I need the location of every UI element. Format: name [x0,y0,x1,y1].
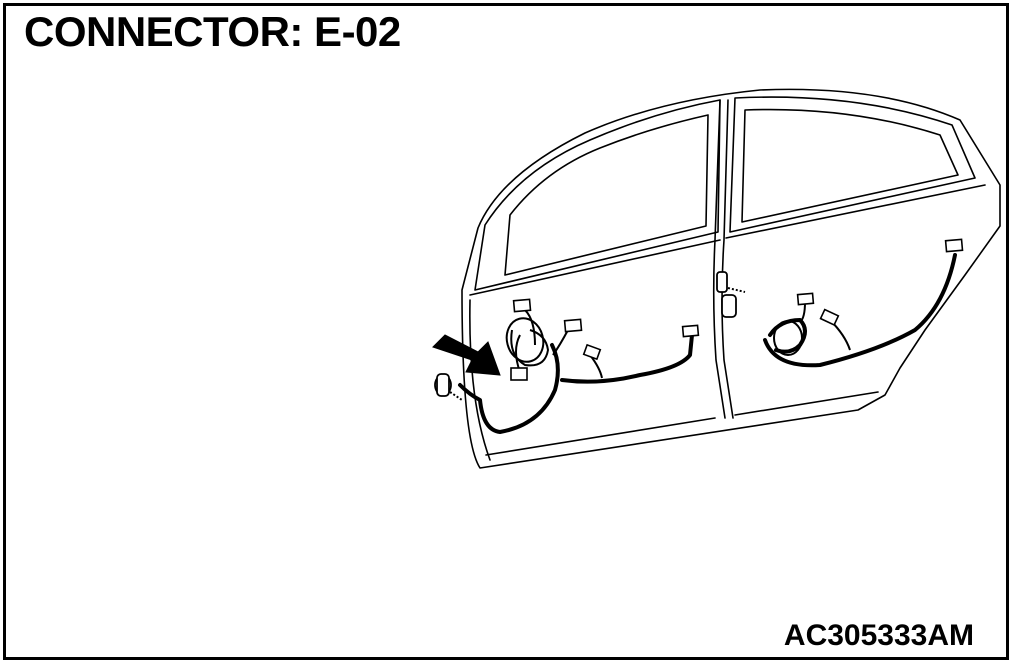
front-beltline [469,239,721,296]
rear-harness-run [763,253,957,368]
front-edge-clip-pin [449,391,463,401]
door-split-line [712,99,726,419]
pointer-arrow-icon [432,334,501,376]
connector-e02 [510,367,528,381]
connector-front-mid [582,343,602,361]
connector-rear-end [944,238,964,253]
door-split-line-2 [721,99,734,419]
connector-rear-mid [819,308,840,326]
front-edge-clip [436,373,450,397]
front-door-service-hole [505,317,545,363]
rear-door-service-hole [773,320,803,356]
connector-rear-top [796,292,815,306]
rear-edge-clip-lower [721,294,737,318]
front-harness-dangle [515,334,521,373]
rear-harness-loop [768,318,807,354]
front-sill [485,417,716,456]
front-window-frame [474,99,721,291]
figure-code: AC305333AM [783,619,974,652]
front-window-inner [504,114,709,276]
front-harness-main [458,343,560,434]
rear-window-frame [729,96,976,233]
rear-beltline [725,184,986,239]
rear-edge-clip-pin [727,287,746,293]
door-outline [461,88,1001,469]
front-harness-branch-1 [524,309,536,346]
front-door-bottom-curve [469,299,491,461]
rear-sill [734,391,879,416]
front-harness-branch-2 [552,329,569,356]
connector-title: CONNECTOR: E-02 [24,8,401,55]
rear-edge-clip-upper [716,271,728,293]
diagram-frame [3,3,1009,660]
connector-front-right [563,318,583,333]
rear-window-inner [741,108,959,223]
connector-front-rear [681,324,700,338]
connector-front-top [512,298,532,313]
front-harness-run [560,333,694,384]
